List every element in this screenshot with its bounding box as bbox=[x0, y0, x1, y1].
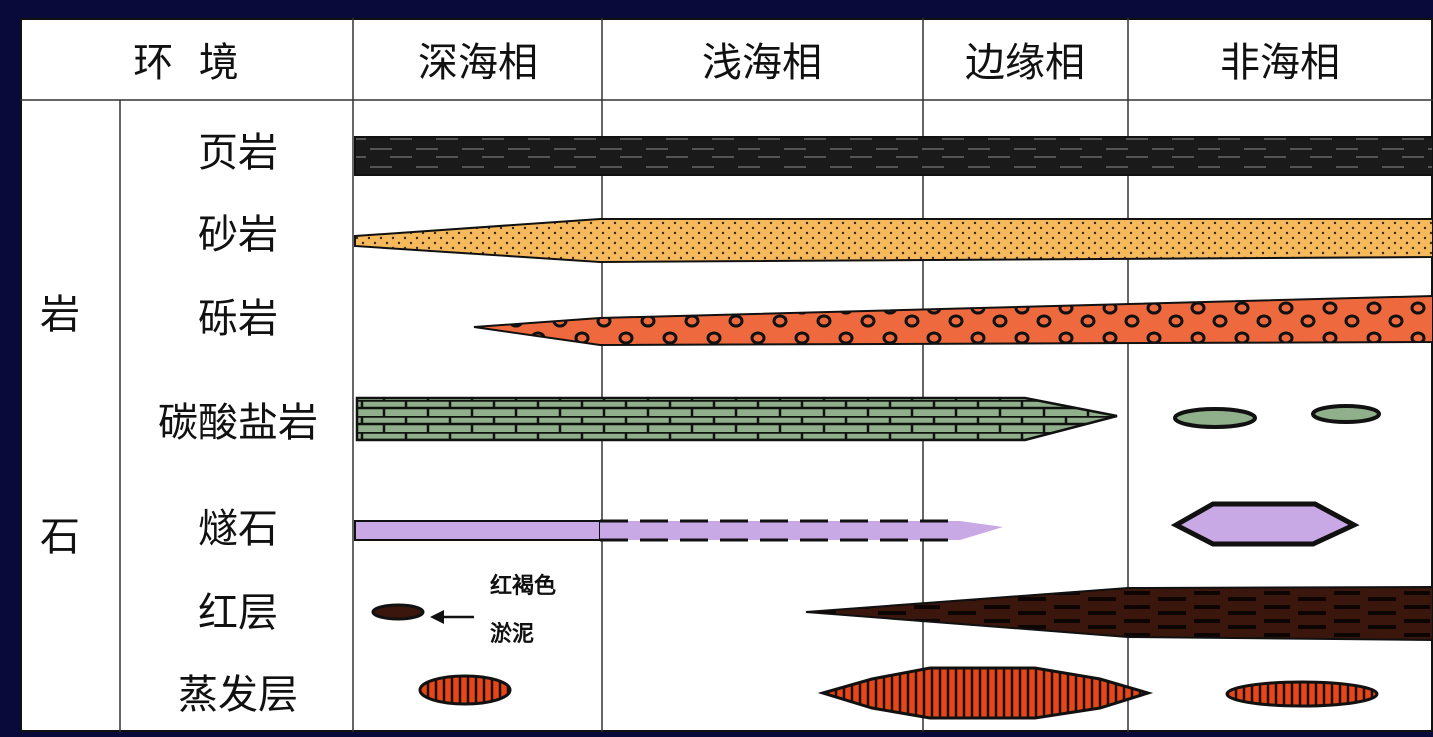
rock-label-carbonate: 碳酸盐岩 bbox=[158, 400, 318, 446]
red-beds-band bbox=[805, 585, 1433, 642]
header-deep-sea: 深海相 bbox=[418, 40, 538, 86]
header-marginal: 边缘相 bbox=[965, 40, 1085, 86]
annotation-line2: 淤泥 bbox=[490, 621, 534, 647]
annotation-line1: 红褐色 bbox=[490, 573, 556, 599]
header-environment: 环 境 bbox=[133, 40, 238, 86]
evaporite-lens-deep bbox=[418, 674, 512, 706]
evaporite-lens-nonmarine bbox=[1225, 680, 1379, 708]
rock-label-chert: 燧石 bbox=[198, 506, 278, 552]
arrow-icon bbox=[430, 610, 474, 624]
carbonate-band bbox=[355, 396, 1118, 442]
rock-label-shale: 页岩 bbox=[198, 130, 278, 176]
rock-label-evaporite: 蒸发层 bbox=[178, 672, 298, 718]
chert-band-dashed bbox=[600, 521, 1003, 540]
rock-label-conglomerate: 砾岩 bbox=[198, 296, 278, 342]
group-label-bottom: 石 bbox=[40, 514, 80, 560]
table-border bbox=[20, 18, 1433, 732]
carbonate-lens-2 bbox=[1311, 404, 1381, 424]
group-label-top: 岩 bbox=[40, 292, 80, 338]
header-shallow-sea: 浅海相 bbox=[702, 40, 822, 86]
rock-label-sandstone: 砂岩 bbox=[198, 212, 278, 258]
chert-band-solid bbox=[354, 520, 601, 541]
conglomerate-band bbox=[473, 294, 1433, 347]
header-non-marine: 非海相 bbox=[1220, 40, 1340, 86]
rock-label-red-beds: 红层 bbox=[198, 590, 278, 636]
evaporite-band-marginal bbox=[817, 666, 1154, 720]
carbonate-lens-1 bbox=[1173, 407, 1257, 429]
red-brown-mud-lens bbox=[371, 603, 425, 621]
sandstone-band bbox=[354, 218, 1433, 264]
shale-band bbox=[354, 136, 1433, 176]
chert-lens bbox=[1170, 501, 1360, 547]
